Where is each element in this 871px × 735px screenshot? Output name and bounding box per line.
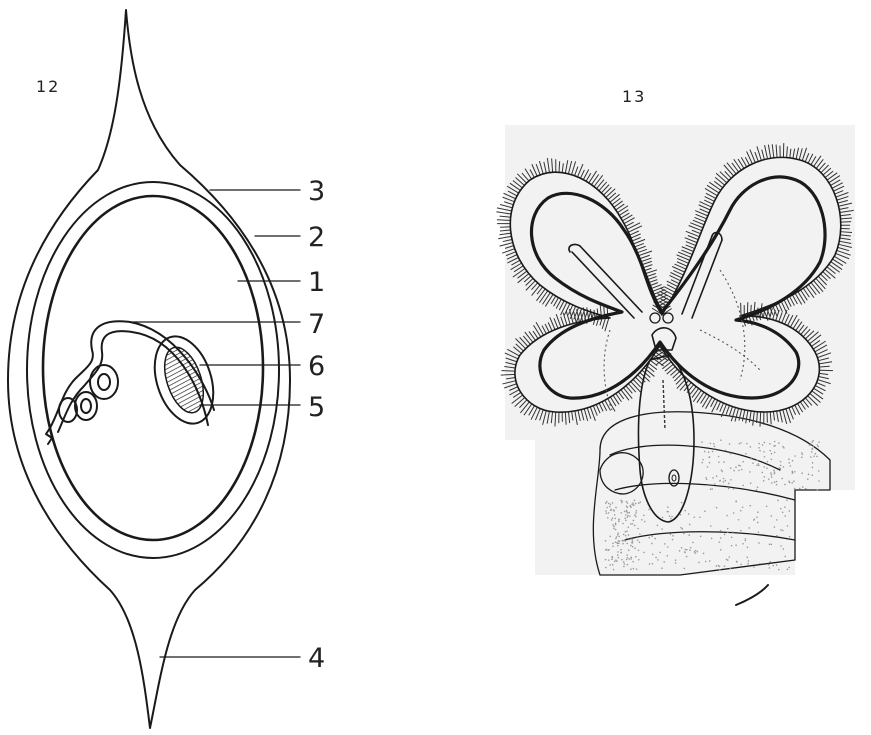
figure-12-number: 12 [36, 77, 60, 96]
stray-stroke [736, 585, 768, 605]
callout-5: 5 [308, 392, 325, 423]
callout-4: 4 [308, 643, 325, 674]
inner-membrane [43, 196, 263, 540]
figure-12: 12 3 2 1 7 [8, 10, 325, 728]
shell-layer [27, 182, 279, 558]
callout-7: 7 [308, 309, 325, 340]
callout-1: 1 [308, 267, 325, 298]
figure-13: 13 [496, 87, 855, 605]
outer-capsule-wall [8, 10, 290, 728]
coil-loop-2-inner [81, 399, 91, 413]
coil-loop-1-inner [98, 374, 110, 390]
coil-loop-2 [75, 392, 97, 420]
callout-3: 3 [308, 176, 325, 207]
coil-loop-1 [90, 365, 118, 399]
callout-6: 6 [308, 351, 325, 382]
callout-2: 2 [308, 222, 325, 253]
figure-13-number: 13 [622, 87, 646, 106]
